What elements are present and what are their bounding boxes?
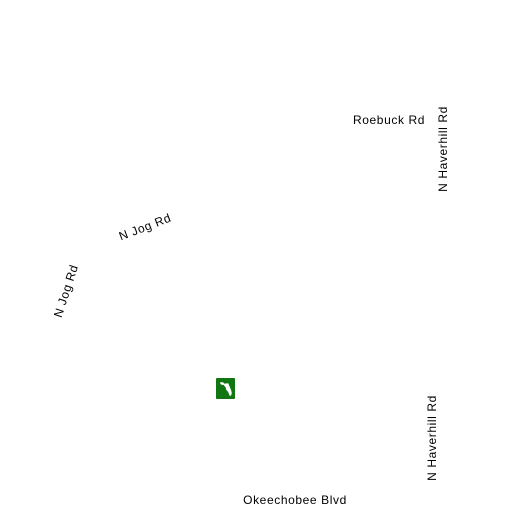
florida-state-road-shield-icon [216, 378, 235, 399]
road-label-n-haverhill-rd-north: N Haverhill Rd [436, 106, 450, 192]
road-label-n-haverhill-rd-south: N Haverhill Rd [425, 395, 439, 481]
road-label-okeechobee-blvd: Okeechobee Blvd [243, 493, 347, 507]
road-label-n-jog-rd-lower: N Jog Rd [50, 262, 82, 320]
road-label-roebuck-rd: Roebuck Rd [352, 113, 426, 127]
road-label-n-jog-rd-upper: N Jog Rd [116, 210, 174, 244]
